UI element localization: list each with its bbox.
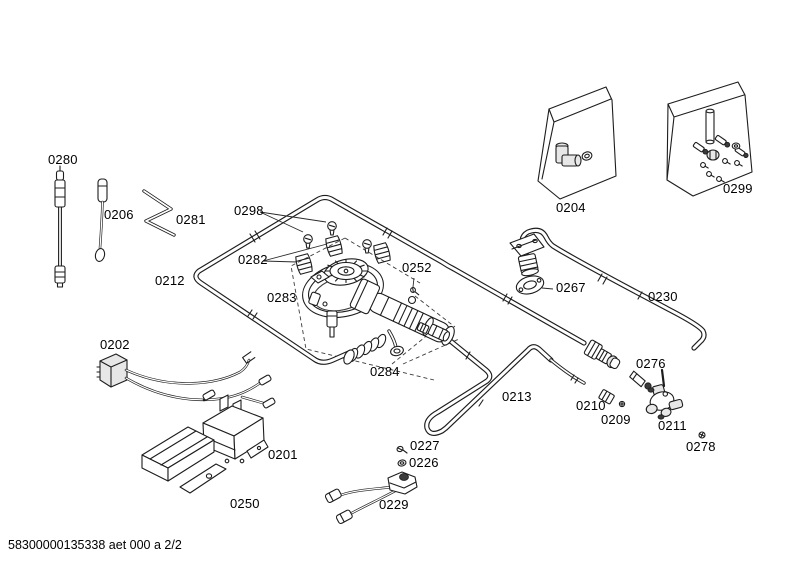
part-label-0204: 0204 [556,200,586,215]
part-label-0201: 0201 [268,447,298,462]
part-label-0210: 0210 [576,398,606,413]
part-0299-bag [666,81,753,197]
part-0252-screw [410,287,420,296]
part-0280-electrode [54,165,66,288]
part-label-0283: 0283 [267,290,297,305]
pipe-inlet-fitting [583,339,621,370]
part-0276-injector [629,370,652,390]
part-label-0281: 0281 [176,212,206,227]
part-label-0206: 0206 [104,207,134,222]
ring-nut [581,151,593,161]
part-label-0299: 0299 [723,181,753,196]
part-0206-probe [94,178,108,262]
part-0282-springs [295,235,391,275]
part-0229-switch-cable [324,471,418,524]
part-0230-pipe [519,227,707,351]
part-label-0252: 0252 [402,260,432,275]
part-label-0229: 0229 [379,497,409,512]
part-label-0278: 0278 [686,439,716,454]
part-0298-screws [303,221,372,254]
part-0281-wire-clip [142,189,176,237]
part-0202-cable-harness [96,351,276,409]
part-label-0213: 0213 [502,389,532,404]
part-0210-nut [598,389,615,405]
part-label-0230: 0230 [648,289,678,304]
part-0209-washer [618,400,626,408]
part-label-0226: 0226 [409,455,439,470]
part-label-0298: 0298 [234,203,264,218]
part-0267-gasket [515,275,545,295]
part-0201-spark-box [202,394,269,464]
part-label-0211: 0211 [658,418,687,433]
part-0213-hairpin-pipe [424,336,586,436]
part-label-0202: 0202 [100,337,130,352]
part-0212-manifold-tube [193,194,587,365]
part-0226-washer [397,459,407,467]
part-0284-valve-assembly [343,278,455,365]
part-label-0267: 0267 [556,280,586,295]
part-label-0282: 0282 [238,252,268,267]
elbow-fitting [555,142,582,167]
part-label-0280: 0280 [48,152,78,167]
part-label-0212: 0212 [155,273,185,288]
part-0230-flange [509,233,545,277]
part-0278-screw [698,431,706,439]
part-0204-bag [537,86,617,200]
part-0227-screw [396,445,408,454]
part-label-0227: 0227 [410,438,440,453]
part-0211-gas-tap [645,368,684,420]
part-label-0209: 0209 [601,412,631,427]
part-label-0284: 0284 [370,364,400,379]
part-label-0276: 0276 [636,356,666,371]
part-0250-bracket [141,426,227,494]
document-code: 58300000135338 aet 000 a 2/2 [8,538,182,552]
part-label-0250: 0250 [230,496,260,511]
callout-leaders [259,211,554,290]
nozzle-and-nut [416,322,451,342]
